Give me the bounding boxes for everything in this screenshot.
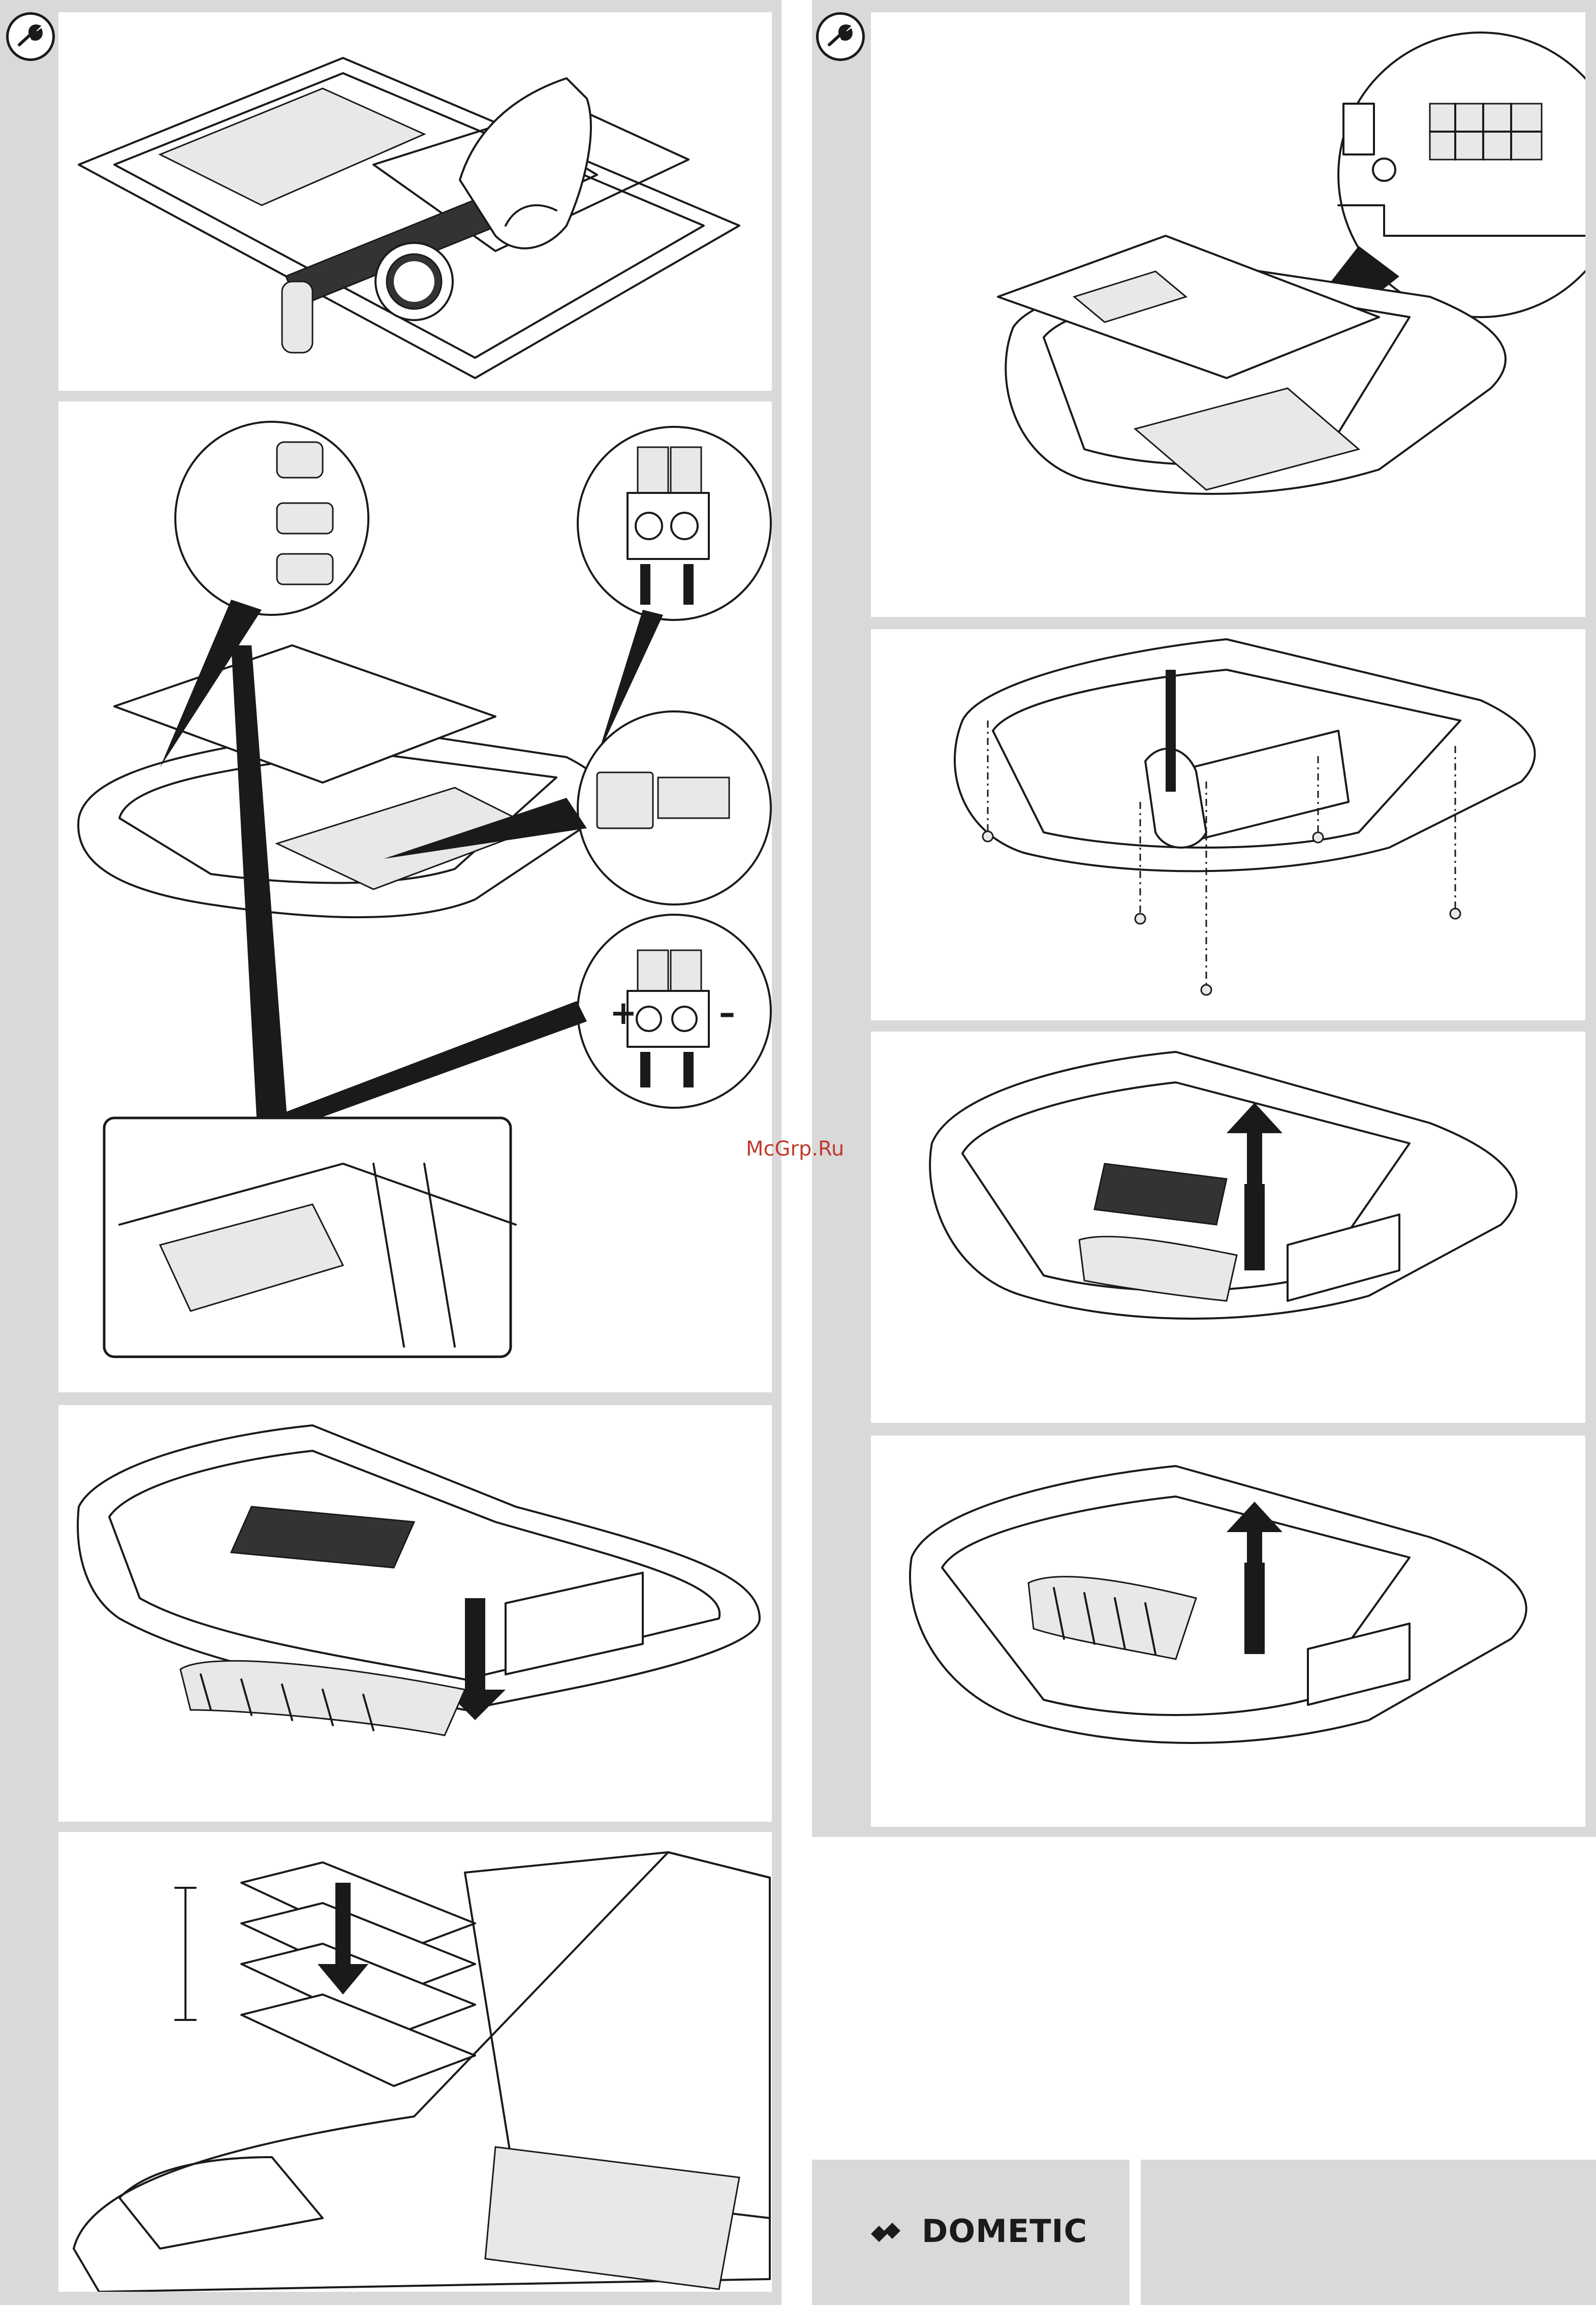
wrench-icon: [816, 12, 865, 61]
wrench-icon: [6, 12, 55, 61]
illustration-mount-torque: [58, 12, 772, 391]
polarity-plus-label: +: [610, 994, 637, 1032]
illustration-filter-stack: [58, 1832, 772, 2292]
polarity-minus-label: –: [719, 994, 735, 1032]
illustration-insert-filter: [58, 1405, 772, 1822]
dometic-logo: DOMETIC: [869, 2213, 1087, 2250]
dometic-logo-icon: [869, 2219, 915, 2244]
footer-empty-box: [1141, 2160, 1596, 2305]
illustration-lift-filter: [871, 1032, 1585, 1423]
illustration-control-board-detail: [871, 12, 1585, 617]
brand-name: DOMETIC: [922, 2213, 1087, 2250]
illustration-remove-screws: [871, 629, 1585, 1020]
watermark-text: McGrp.Ru: [746, 1137, 844, 1161]
illustration-lift-grille: [871, 1436, 1585, 1827]
illustration-cable-connect: + –: [58, 401, 772, 1392]
